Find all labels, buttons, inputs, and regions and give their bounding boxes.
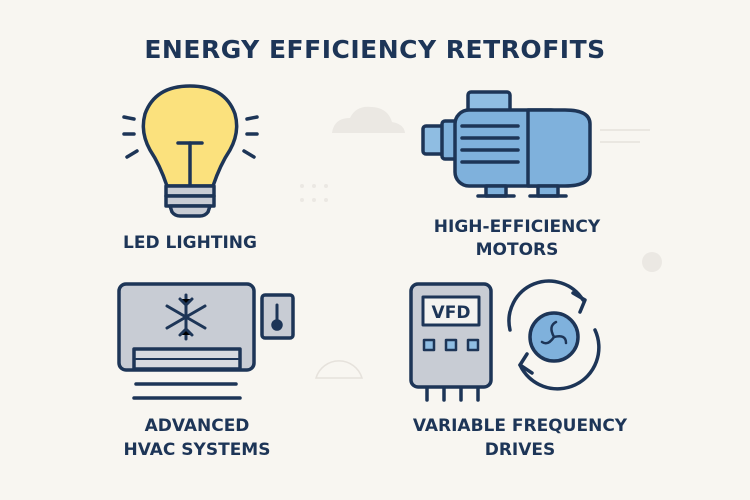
page-title: ENERGY EFFICIENCY RETROFITS [144, 35, 605, 64]
motors-label-line1: HIGH-EFFICIENCY [434, 217, 601, 237]
motors-label-line2: MOTORS [476, 240, 559, 260]
air-conditioner-icon [117, 282, 295, 400]
vfd-label-line2: DRIVES [485, 440, 556, 460]
vfd-label-line1: VARIABLE FREQUENCY [413, 416, 628, 436]
hvac-label-line2: HVAC SYSTEMS [124, 440, 271, 460]
vfd-display-text: VFD [432, 303, 471, 323]
background-decorations [300, 106, 662, 379]
lightbulb-icon [122, 84, 259, 218]
hvac-label-line1: ADVANCED [145, 416, 250, 436]
light-rays [122, 115, 259, 159]
vfd-icon [409, 279, 601, 402]
motor-icon [421, 90, 592, 198]
led-lighting-label: LED LIGHTING [123, 233, 257, 253]
rotation-arrows-icon [507, 279, 601, 391]
thermometer-icon [271, 303, 283, 331]
snowflake-icon [165, 293, 207, 341]
fan-icon [528, 311, 580, 363]
